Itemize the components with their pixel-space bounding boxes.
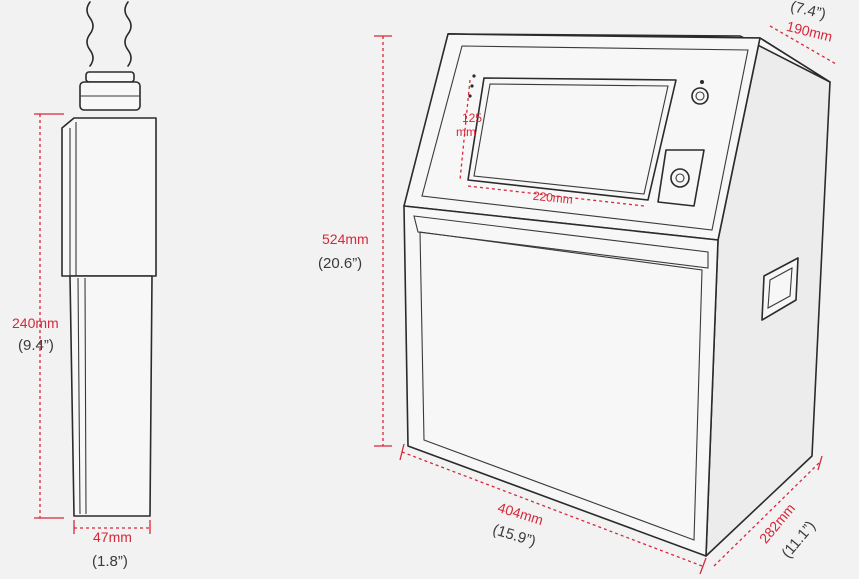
key-lock-icon: [670, 168, 690, 188]
printhead-cable: [86, 1, 132, 67]
cabinet-side-handle: [761, 257, 799, 321]
printhead-collar-top: [85, 71, 135, 83]
indicator-led-3: [468, 94, 472, 98]
screen-width-mm: 220mm: [532, 189, 573, 207]
printhead-height-mm: 240mm: [12, 315, 59, 331]
cabinet-depth-base-dim-line: [713, 461, 821, 567]
cabinet-width-in: (15.9”): [491, 521, 538, 550]
printhead-upper-body: [61, 117, 157, 277]
indicator-led-2: [470, 84, 474, 88]
cabinet-depth-top-dim-line: [769, 25, 837, 65]
screen-height-dim-line: [459, 79, 471, 181]
printhead-width-mm: 47mm: [93, 529, 132, 545]
cabinet-height-in: (20.6”): [318, 255, 362, 272]
cabinet-front-body: [403, 205, 719, 557]
printhead: [61, 1, 157, 517]
screen-height-value: 125: [462, 111, 482, 125]
power-led: [700, 80, 704, 84]
cabinet-height-mm: 524mm: [322, 231, 369, 247]
printhead-lower-body: [69, 275, 153, 517]
printhead-width-in: (1.8”): [92, 553, 128, 570]
printhead-height-in: (9.4”): [18, 337, 54, 354]
indicator-led-1: [472, 74, 476, 78]
power-button-icon: [691, 87, 709, 105]
touchscreen: [467, 77, 677, 201]
screen-height-unit: mm: [456, 125, 476, 139]
cabinet-depth-top-mm: 190mm: [785, 18, 834, 45]
